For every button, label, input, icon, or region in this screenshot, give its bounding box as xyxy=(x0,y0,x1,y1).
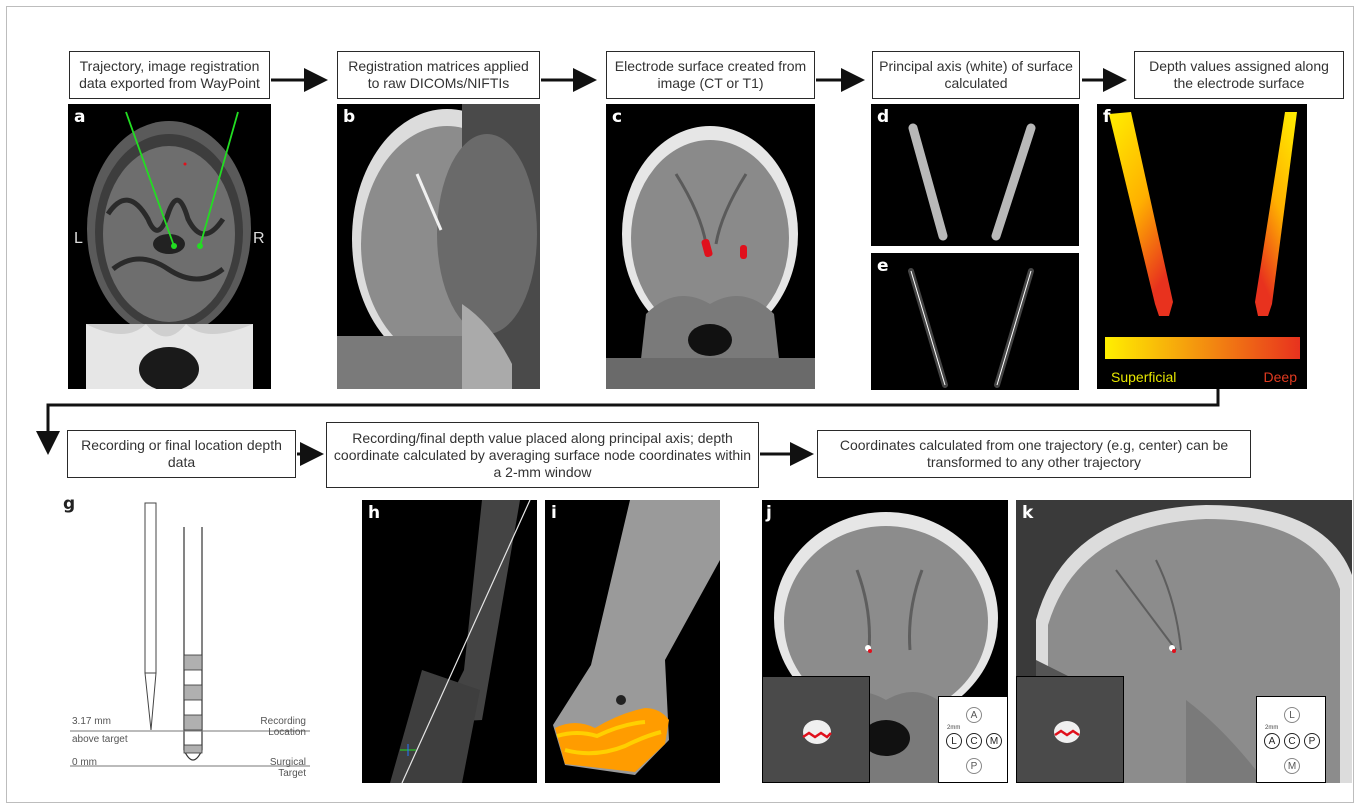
compass-k-center: C xyxy=(1284,733,1300,749)
panel-label-k: k xyxy=(1022,504,1033,522)
step-box-4: Principal axis (white) of surface calcul… xyxy=(872,51,1080,99)
panel-b-registered-images: b xyxy=(337,104,540,389)
panel-d-electrode-surfaces: d xyxy=(871,104,1079,246)
compass-j: 2mm A L C M P xyxy=(938,696,1008,783)
step-box-3: Electrode surface created from image (CT… xyxy=(606,51,815,99)
compass-j-right: M xyxy=(986,733,1002,749)
recording-location-label: Recording xyxy=(248,716,306,727)
panel-a-coronal-mri: a L R xyxy=(68,104,271,389)
surgical-target-label-sub: Target xyxy=(248,768,306,779)
panel-label-e: e xyxy=(877,257,889,275)
panel-c-ct-electrode: c xyxy=(606,104,815,389)
panel-k-sagittal-ct: k 2mm L A C P M xyxy=(1016,500,1352,783)
colorbar-label-superficial: Superficial xyxy=(1111,369,1176,385)
compass-k-top: L xyxy=(1284,707,1300,723)
target-depth-value: 0 mm xyxy=(72,757,97,768)
compass-j-left: L xyxy=(946,733,962,749)
compass-j-top: A xyxy=(966,707,982,723)
panel-g-depth-diagram: g 3.17 mm above target Recording Locatio… xyxy=(62,495,322,785)
panel-label-g: g xyxy=(63,495,75,513)
compass-j-scale: 2mm xyxy=(947,725,960,731)
panel-label-c: c xyxy=(612,108,622,126)
panel-label-d: d xyxy=(877,108,889,126)
compass-k: 2mm L A C P M xyxy=(1256,696,1326,783)
compass-k-left: A xyxy=(1264,733,1280,749)
panel-h-principal-axis: h xyxy=(362,500,537,783)
compass-k-right: P xyxy=(1304,733,1320,749)
side-label-left: L xyxy=(74,230,83,248)
panel-k-zoom-inset xyxy=(1016,676,1124,783)
surgical-target-label: Surgical xyxy=(248,757,306,768)
side-label-right: R xyxy=(253,230,265,248)
panel-label-a: a xyxy=(74,108,85,126)
panel-j-zoom-inset xyxy=(762,676,870,783)
step-box-7: Recording/final depth value placed along… xyxy=(326,422,759,488)
step-box-8: Coordinates calculated from one trajecto… xyxy=(817,430,1251,478)
compass-k-scale: 2mm xyxy=(1265,725,1278,731)
panel-j-coronal-ct: j 2mm A L C M P xyxy=(762,500,1008,783)
colorbar-label-deep: Deep xyxy=(1264,369,1297,385)
panel-label-f: f xyxy=(1103,108,1110,126)
step-box-5: Depth values assigned along the electrod… xyxy=(1134,51,1344,99)
recording-location-label-sub: Location xyxy=(248,727,306,738)
compass-k-bottom: M xyxy=(1284,758,1300,774)
panel-e-principal-axes: e xyxy=(871,253,1079,390)
panel-label-h: h xyxy=(368,504,380,522)
compass-j-center: C xyxy=(966,733,982,749)
panel-label-b: b xyxy=(343,108,355,126)
panel-label-i: i xyxy=(551,504,557,522)
panel-label-j: j xyxy=(766,504,772,522)
compass-j-bottom: P xyxy=(966,758,982,774)
step-box-2: Registration matrices applied to raw DIC… xyxy=(337,51,540,99)
panel-f-depth-values: f Superficial Deep xyxy=(1097,104,1307,389)
recording-depth-value-sub: above target xyxy=(72,734,128,745)
step-box-1: Trajectory, image registration data expo… xyxy=(69,51,270,99)
recording-depth-value: 3.17 mm xyxy=(72,716,111,727)
step-box-6: Recording or final location depth data xyxy=(67,430,296,478)
panel-i-depth-window: i xyxy=(545,500,720,783)
